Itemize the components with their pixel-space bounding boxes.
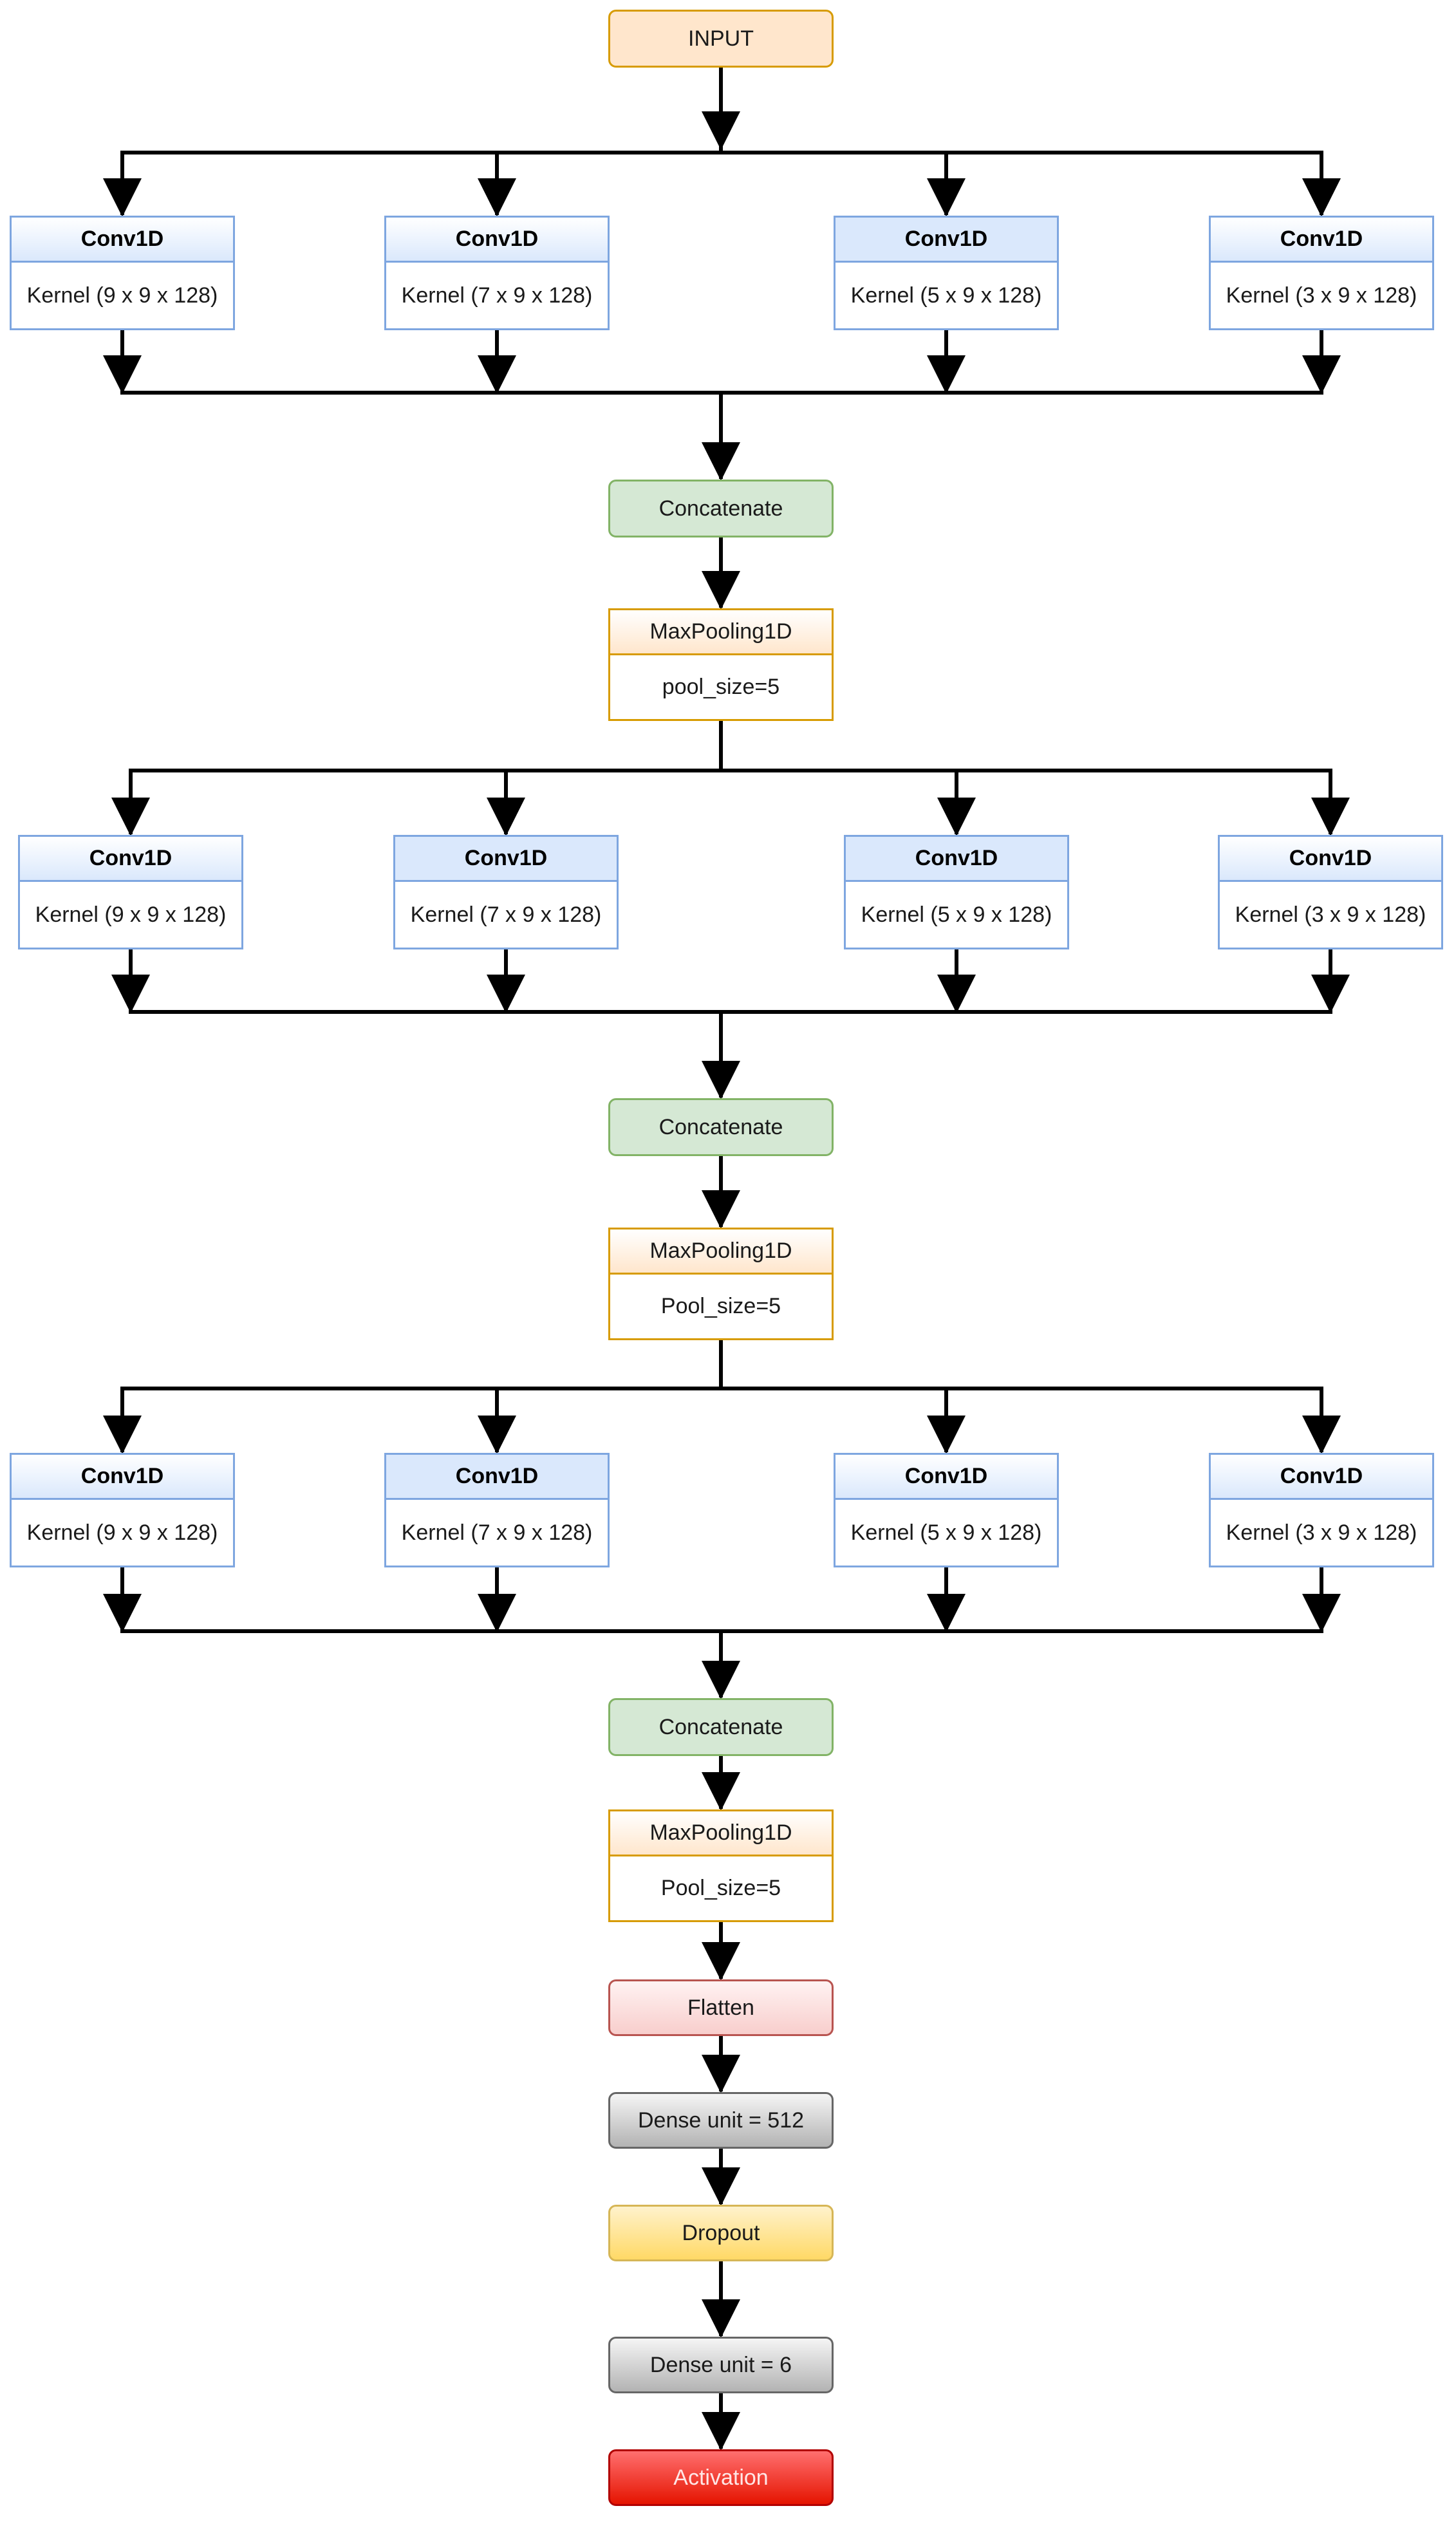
flatten-label: Flatten: [687, 1995, 754, 2020]
input-label: INPUT: [688, 26, 754, 51]
input-node: INPUT: [608, 10, 834, 68]
conv1d-block-s1-2: Conv1D Kernel (7 x 9 x 128): [384, 216, 610, 330]
conv1d-title: Conv1D: [395, 837, 617, 882]
conv1d-block-s3-2: Conv1D Kernel (7 x 9 x 128): [384, 1453, 610, 1567]
conv1d-block-s1-3: Conv1D Kernel (5 x 9 x 128): [834, 216, 1059, 330]
activation-node: Activation: [608, 2449, 834, 2506]
conv1d-block-s2-2: Conv1D Kernel (7 x 9 x 128): [393, 835, 619, 949]
conv1d-block-s2-3: Conv1D Kernel (5 x 9 x 128): [844, 835, 1069, 949]
conv1d-kernel: Kernel (7 x 9 x 128): [401, 283, 593, 308]
conv1d-block-s1-1: Conv1D Kernel (9 x 9 x 128): [10, 216, 235, 330]
conv1d-title: Conv1D: [12, 1455, 233, 1500]
conv1d-block-s3-1: Conv1D Kernel (9 x 9 x 128): [10, 1453, 235, 1567]
conv1d-block-s2-4: Conv1D Kernel (3 x 9 x 128): [1218, 835, 1443, 949]
dense-512-label: Dense unit = 512: [637, 2108, 805, 2133]
maxpooling-title: MaxPooling1D: [610, 610, 832, 655]
conv1d-kernel: Kernel (7 x 9 x 128): [401, 1520, 593, 1545]
conv1d-block-s1-4: Conv1D Kernel (3 x 9 x 128): [1209, 216, 1434, 330]
conv1d-block-s3-4: Conv1D Kernel (3 x 9 x 128): [1209, 1453, 1434, 1567]
conv1d-title: Conv1D: [20, 837, 241, 882]
conv1d-kernel: Kernel (3 x 9 x 128): [1226, 1520, 1417, 1545]
dropout-node: Dropout: [608, 2205, 834, 2261]
dense-6-label: Dense unit = 6: [649, 2352, 792, 2377]
maxpooling-param: Pool_size=5: [660, 1294, 781, 1318]
concatenate-node-s3: Concatenate: [608, 1698, 834, 1756]
conv1d-kernel: Kernel (9 x 9 x 128): [26, 283, 218, 308]
concatenate-label: Concatenate: [658, 1114, 783, 1139]
conv1d-title: Conv1D: [835, 218, 1057, 263]
conv1d-kernel: Kernel (5 x 9 x 128): [861, 902, 1052, 927]
flatten-node: Flatten: [608, 1979, 834, 2036]
conv1d-title: Conv1D: [1220, 837, 1441, 882]
conv1d-kernel: Kernel (5 x 9 x 128): [850, 1520, 1042, 1545]
conv1d-title: Conv1D: [1211, 218, 1432, 263]
maxpooling-title: MaxPooling1D: [610, 1229, 832, 1275]
concatenate-label: Concatenate: [658, 496, 783, 521]
concatenate-node-s1: Concatenate: [608, 480, 834, 538]
conv1d-title: Conv1D: [386, 1455, 608, 1500]
conv1d-kernel: Kernel (7 x 9 x 128): [410, 902, 602, 927]
maxpooling-block-s3: MaxPooling1D Pool_size=5: [608, 1809, 834, 1922]
maxpooling-block-s1: MaxPooling1D pool_size=5: [608, 608, 834, 721]
conv1d-title: Conv1D: [835, 1455, 1057, 1500]
maxpooling-param: pool_size=5: [662, 675, 780, 699]
conv1d-kernel: Kernel (3 x 9 x 128): [1226, 283, 1417, 308]
conv1d-kernel: Kernel (9 x 9 x 128): [35, 902, 227, 927]
concatenate-node-s2: Concatenate: [608, 1098, 834, 1156]
conv1d-kernel: Kernel (5 x 9 x 128): [850, 283, 1042, 308]
conv1d-block-s2-1: Conv1D Kernel (9 x 9 x 128): [18, 835, 243, 949]
dropout-label: Dropout: [682, 2220, 760, 2245]
maxpooling-block-s2: MaxPooling1D Pool_size=5: [608, 1228, 834, 1340]
dense-6-node: Dense unit = 6: [608, 2337, 834, 2393]
maxpooling-param: Pool_size=5: [660, 1876, 781, 1900]
maxpooling-title: MaxPooling1D: [610, 1811, 832, 1856]
conv1d-kernel: Kernel (9 x 9 x 128): [26, 1520, 218, 1545]
concatenate-label: Concatenate: [658, 1714, 783, 1739]
conv1d-title: Conv1D: [12, 218, 233, 263]
conv1d-title: Conv1D: [846, 837, 1067, 882]
conv1d-block-s3-3: Conv1D Kernel (5 x 9 x 128): [834, 1453, 1059, 1567]
conv1d-title: Conv1D: [386, 218, 608, 263]
dense-512-node: Dense unit = 512: [608, 2092, 834, 2149]
conv1d-title: Conv1D: [1211, 1455, 1432, 1500]
activation-label: Activation: [673, 2465, 769, 2490]
conv1d-kernel: Kernel (3 x 9 x 128): [1235, 902, 1426, 927]
